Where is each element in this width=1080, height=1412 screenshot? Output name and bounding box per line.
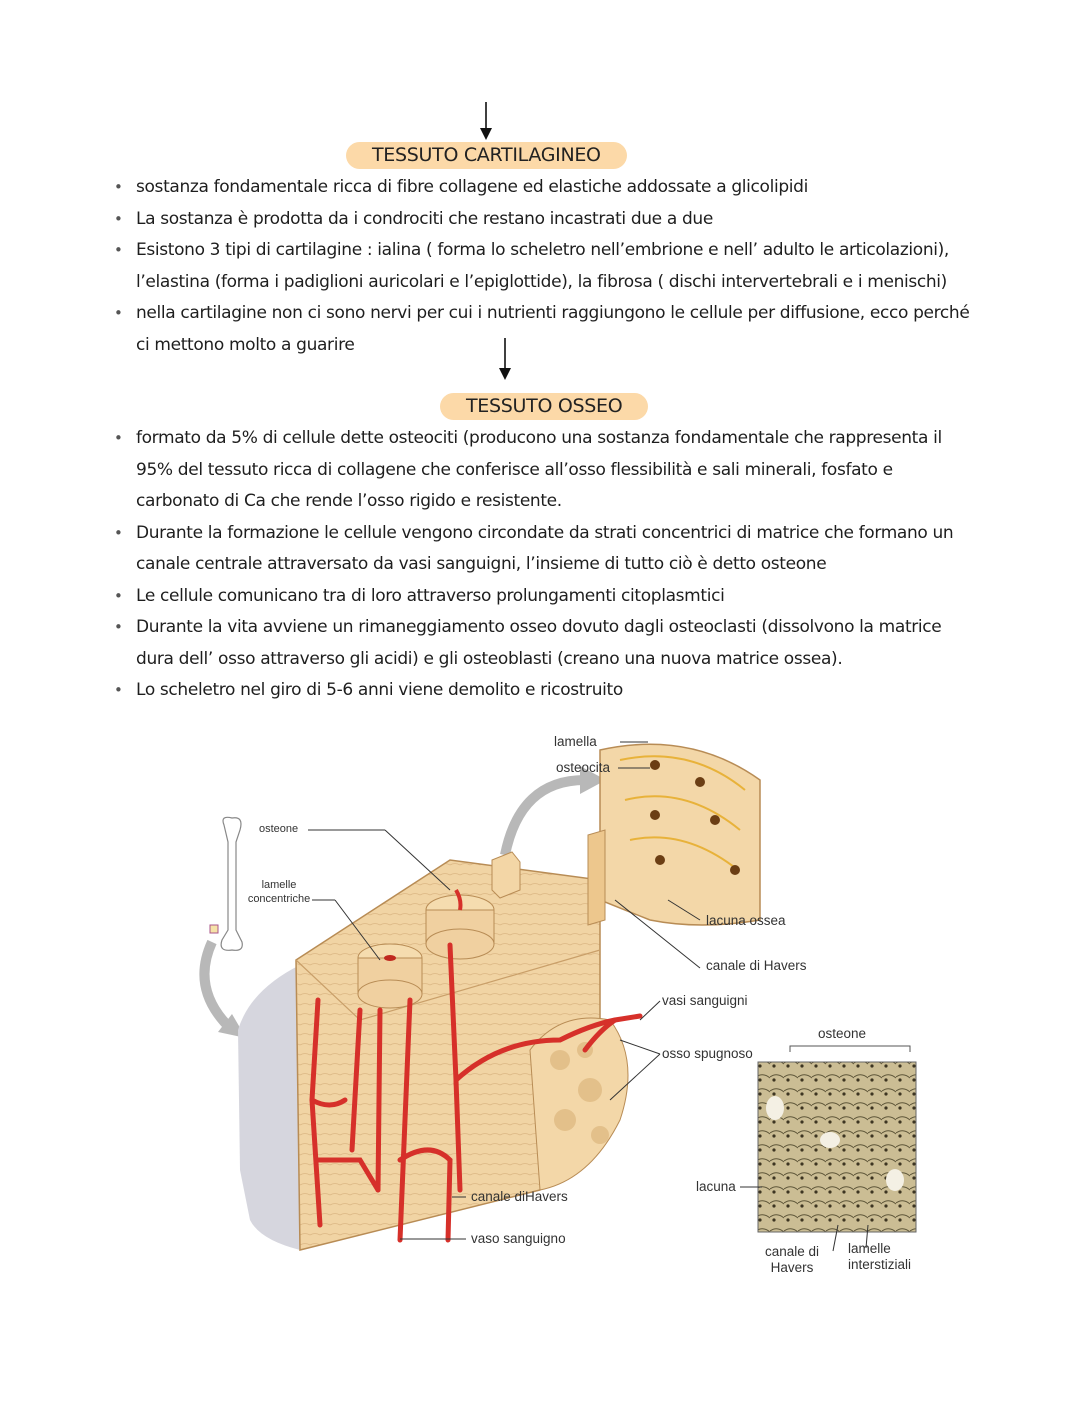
list-item: Esistono 3 tipi di cartilagine : ialina …: [110, 235, 980, 298]
list-item: Lo scheletro nel giro di 5-6 anni viene …: [110, 675, 980, 707]
label-lacuna-ossea: lacuna ossea: [706, 913, 786, 928]
label-lamelle-interstiziali: lamelle interstiziali: [848, 1241, 912, 1272]
label-osteocita: osteocita: [556, 760, 611, 775]
label-canale-di-havers: canale di Havers: [706, 958, 807, 973]
label-lamelle-concentriche: lamelle concentriche: [247, 879, 311, 905]
label-lacuna: lacuna: [696, 1179, 736, 1194]
label-osteone-micrograph: osteone: [818, 1026, 867, 1041]
spongy-bone: [529, 1017, 629, 1191]
osteon-zoom: [587, 743, 761, 926]
section-title-cartilagine: TESSUTO CARTILAGINEO: [346, 142, 627, 169]
list-item: Le cellule comunicano tra di loro attrav…: [110, 581, 980, 613]
list-item: nella cartilagine non ci sono nervi per …: [110, 298, 980, 361]
down-arrow-top: [480, 102, 492, 140]
label-osso-spugnoso: osso spugnoso: [662, 1046, 753, 1061]
list-item: formato da 5% di cellule dette osteociti…: [110, 423, 980, 518]
label-vasi-sanguigni: vasi sanguigni: [662, 993, 748, 1008]
list-item: La sostanza è prodotta da i condrociti c…: [110, 204, 980, 236]
list-item: sostanza fondamentale ricca di fibre col…: [110, 172, 980, 204]
list-item: Durante la vita avviene un rimaneggiamen…: [110, 612, 980, 675]
label-osteone: osteone: [259, 823, 299, 835]
section-title-osseo: TESSUTO OSSEO: [440, 393, 649, 420]
cartilage-notes-list: sostanza fondamentale ricca di fibre col…: [110, 172, 980, 361]
label-lamella: lamella: [554, 734, 597, 749]
bone-notes-list: formato da 5% di cellule dette osteociti…: [110, 423, 980, 707]
label-canale-diHavers: canale diHavers: [471, 1189, 568, 1204]
label-canale-di-havers-micrograph: canale di Havers: [764, 1244, 820, 1275]
list-item: Durante la formazione le cellule vengono…: [110, 518, 980, 581]
femur-icon: [209, 816, 243, 951]
label-vaso-sanguigno: vaso sanguigno: [471, 1231, 566, 1246]
bone-structure-illustration: [199, 741, 917, 1252]
micrograph-image: [757, 1061, 917, 1233]
